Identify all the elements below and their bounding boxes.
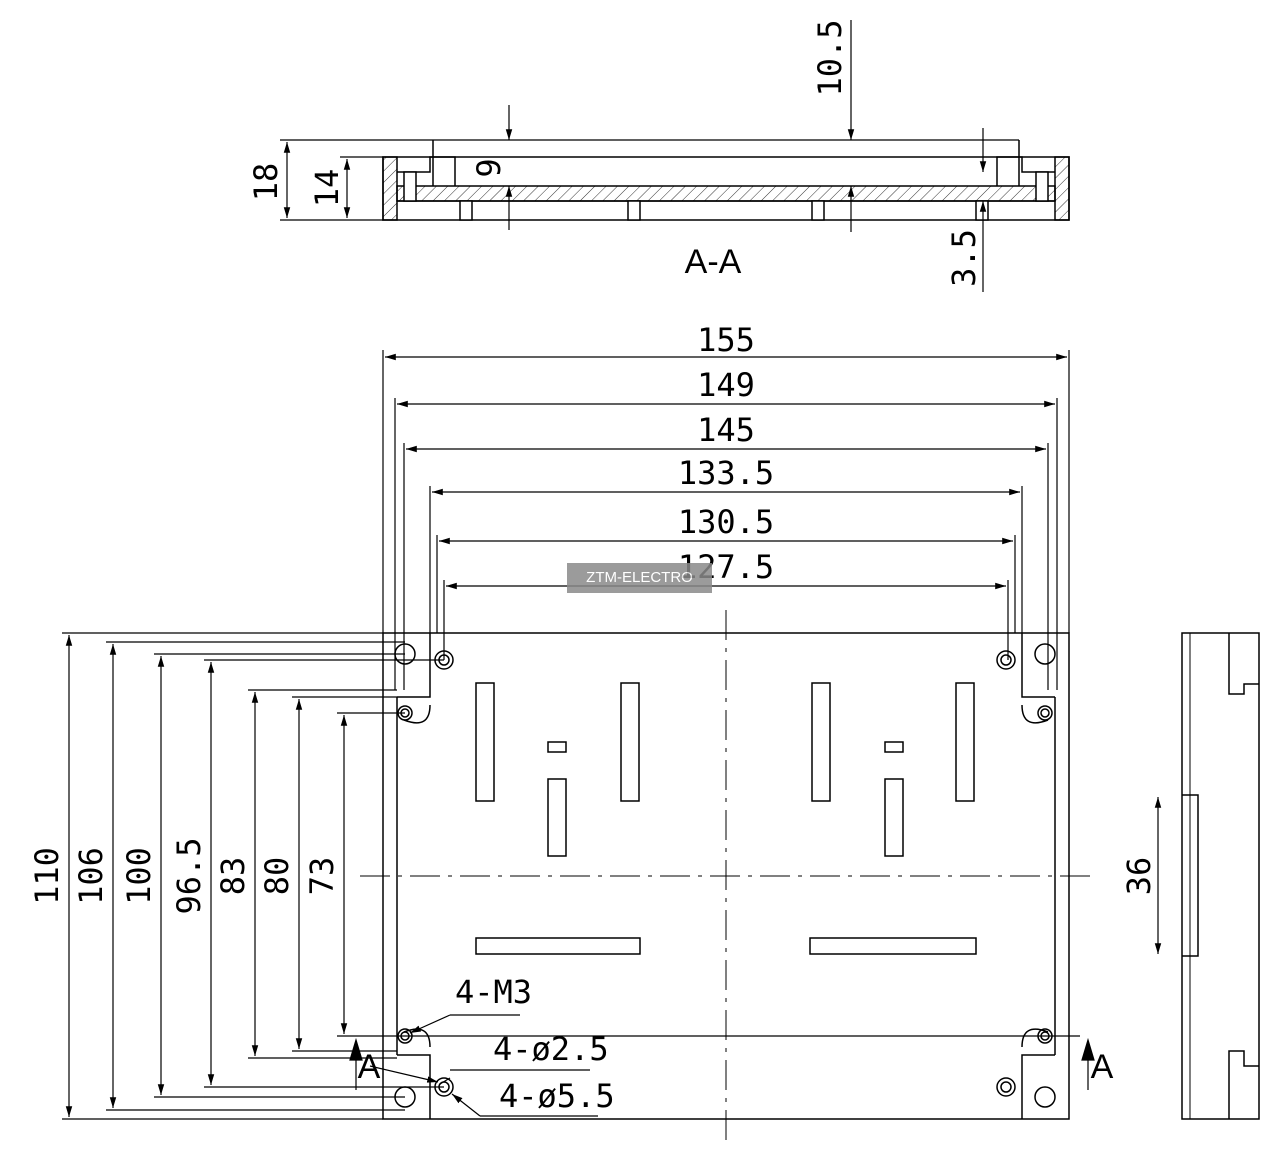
section-dimensions xyxy=(280,20,1019,292)
right-wall-hatch xyxy=(1054,156,1070,221)
hole-large xyxy=(1034,1086,1056,1108)
callout-dia-2-5: 4-ø2.5 xyxy=(493,1030,609,1068)
corner-steps xyxy=(397,633,1055,1119)
section-mark-right: A xyxy=(1091,1048,1114,1086)
dim-155: 155 xyxy=(697,321,755,359)
height-dimensions xyxy=(62,632,1080,1120)
section-view xyxy=(382,140,1070,221)
hole-large xyxy=(1034,643,1056,665)
callout-dia-5-5: 4-ø5.5 xyxy=(499,1077,615,1115)
dim-section-18: 18 xyxy=(247,163,285,202)
dim-110: 110 xyxy=(28,847,66,905)
dim-133-5: 133.5 xyxy=(678,454,774,492)
dim-36: 36 xyxy=(1120,857,1158,896)
dim-section-3-5: 3.5 xyxy=(945,229,983,287)
dim-130-5: 130.5 xyxy=(678,503,774,541)
dim-section-14: 14 xyxy=(308,169,346,208)
watermark: ZTM-ELECTRO xyxy=(567,563,712,593)
dim-section-9: 9 xyxy=(470,158,508,177)
width-dimensions xyxy=(382,350,1070,690)
base-hatch xyxy=(396,185,1056,202)
dim-83: 83 xyxy=(214,857,252,896)
callout-m3: 4-M3 xyxy=(455,973,532,1011)
dim-96-5: 96.5 xyxy=(170,837,208,914)
dim-80: 80 xyxy=(258,857,296,896)
dim-section-10-5: 10.5 xyxy=(811,19,849,96)
dim-106: 106 xyxy=(72,847,110,905)
left-wall-hatch xyxy=(382,156,398,221)
section-mark-left: A xyxy=(358,1048,381,1086)
side-view xyxy=(1181,632,1260,1120)
dim-73: 73 xyxy=(303,857,341,896)
top-view xyxy=(360,610,1095,1140)
dim-145: 145 xyxy=(697,411,755,449)
section-label: A-A xyxy=(685,243,742,281)
hole-callouts xyxy=(369,1014,598,1117)
dim-100: 100 xyxy=(120,847,158,905)
dim-149: 149 xyxy=(697,366,755,404)
section-markers xyxy=(349,1037,1095,1090)
